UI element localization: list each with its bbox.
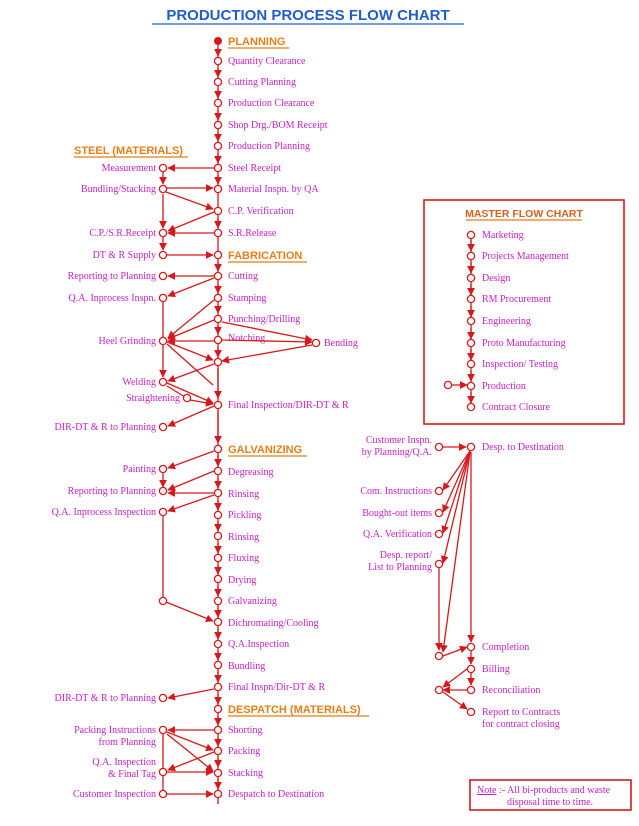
- step-label: Rinsing: [228, 489, 259, 500]
- step-label: Material Inspn. by QA: [228, 184, 319, 195]
- left-label: Measurement: [102, 163, 157, 174]
- step-label: Stacking: [228, 768, 263, 779]
- left-label: DIR-DT & R to Planning: [55, 422, 156, 433]
- master-step: Contract Closure: [482, 402, 551, 413]
- left-label: from Planning: [99, 737, 157, 748]
- despatch-left-label: Bought-out items: [362, 508, 432, 519]
- section-steel: STEEL (MATERIALS): [74, 145, 183, 157]
- left-label: Reporting to Planning: [68, 271, 156, 282]
- section-fabrication: FABRICATION: [228, 250, 302, 262]
- left-label: Straightening: [126, 393, 180, 404]
- step-label: Punching/Drilling: [228, 314, 300, 325]
- left-label: DIR-DT & R to Planning: [55, 693, 156, 704]
- step-label: Bundling: [228, 661, 265, 672]
- section-despatch: DESPATCH (MATERIALS): [228, 704, 361, 716]
- left-label: Reporting to Planning: [68, 486, 156, 497]
- left-label: Heel Grinding: [99, 336, 157, 347]
- left-label: Welding: [122, 377, 156, 388]
- master-step: RM Procurement: [482, 294, 551, 305]
- step-label: Cutting: [228, 271, 258, 282]
- master-title: MASTER FLOW CHART: [465, 208, 583, 220]
- step-label: Pickling: [228, 510, 261, 521]
- left-label: DT & R Supply: [93, 250, 156, 261]
- step-label: Q.A.Inspection: [228, 639, 289, 650]
- step-label: Fluxing: [228, 553, 259, 564]
- left-label: C.P./S.R.Receipt: [89, 228, 156, 239]
- left-label: & Final Tag: [108, 769, 156, 780]
- left-label: Bundling/Stacking: [81, 184, 156, 195]
- main-step-labels: Quantity Clearance Cutting Planning Prod…: [228, 56, 349, 800]
- section-galvanizing: GALVANIZING: [228, 444, 302, 456]
- despatch-left-label: Com. Instructions: [360, 486, 432, 497]
- despatch-flow: Desp. to Destination Customer Inspn. by …: [360, 435, 564, 730]
- step-label: Despatch to Destination: [228, 789, 324, 800]
- main-nodes: [213, 56, 223, 799]
- despatch-bottom-label: Reconciliation: [482, 685, 540, 696]
- master-step: Projects Management: [482, 251, 569, 262]
- master-step: Design: [482, 273, 510, 284]
- step-label: Stamping: [228, 293, 266, 304]
- step-label: Final Inspection/DIR-DT & R: [228, 400, 349, 411]
- note-label: Note: [477, 785, 497, 796]
- note-text-1: :- All bi-products and waste: [496, 785, 610, 796]
- step-label: Rinsing: [228, 532, 259, 543]
- master-flow-chart: MASTER FLOW CHART Marketing Projects Man…: [423, 199, 625, 425]
- despatch-bottom-label: for contract closing: [482, 719, 560, 730]
- master-step: Inspection/ Testing: [482, 359, 558, 370]
- step-label: Shop Drg./BOM Receipt: [228, 120, 328, 131]
- bending-label: Bending: [324, 338, 358, 349]
- step-label: C.P. Verification: [228, 206, 294, 217]
- chart-title: PRODUCTION PROCESS FLOW CHART: [166, 7, 449, 24]
- despatch-left-label: Desp. report/: [380, 550, 432, 561]
- step-label: Drying: [228, 575, 256, 586]
- left-branch-lines: [159, 164, 313, 798]
- step-label: Notching: [228, 333, 265, 344]
- step-label: Production Clearance: [228, 98, 315, 109]
- note-text-2: disposal time to time.: [507, 797, 593, 808]
- left-label: Q.A. Inprocess Inspection: [52, 507, 156, 518]
- left-label: Packing Instructions: [74, 725, 156, 736]
- despatch-bottom-label: Report to Contracts: [482, 707, 560, 718]
- step-label: Shorting: [228, 725, 262, 736]
- step-label: Steel Receipt: [228, 163, 281, 174]
- left-step-labels: Measurement Bundling/Stacking C.P./S.R.R…: [52, 163, 358, 800]
- left-label: Q.A. Inprocess Inspn.: [69, 293, 157, 304]
- section-planning: PLANNING: [228, 36, 285, 48]
- left-label: Q.A. Inspection: [92, 757, 156, 768]
- step-label: Final Inspn/Dir-DT & R: [228, 682, 325, 693]
- despatch-left-label: by Planning/Q.A.: [362, 447, 432, 458]
- despatch-left-label: Customer Inspn.: [366, 435, 432, 446]
- step-label: Production Planning: [228, 141, 310, 152]
- master-step: Production: [482, 381, 526, 392]
- svg-text:Note :- All bi-products and wa: Note :- All bi-products and waste: [477, 785, 611, 796]
- despatch-center-label: Desp. to Destination: [482, 442, 564, 453]
- despatch-bottom-label: Billing: [482, 664, 510, 675]
- master-step: Marketing: [482, 230, 524, 241]
- start-node: [214, 37, 222, 45]
- left-label: Customer Inspection: [73, 789, 156, 800]
- master-step: Proto Manufacturing: [482, 338, 566, 349]
- note-box: Note :- All bi-products and waste dispos…: [469, 779, 632, 811]
- master-box: [423, 199, 625, 425]
- despatch-left-label: List to Planning: [368, 562, 432, 573]
- step-label: Dichromating/Cooling: [228, 618, 319, 629]
- step-label: Degreasing: [228, 467, 274, 478]
- step-label: Cutting Planning: [228, 77, 296, 88]
- master-step: Engineering: [482, 316, 531, 327]
- left-label: Painting: [123, 464, 156, 475]
- step-label: Galvanizing: [228, 596, 277, 607]
- step-label: Quantity Clearance: [228, 56, 306, 67]
- despatch-left-label: Q.A. Verification: [363, 529, 432, 540]
- step-label: Packing: [228, 746, 260, 757]
- step-label: S.R.Release: [228, 228, 277, 239]
- left-branch-nodes: [158, 163, 321, 799]
- despatch-bottom-label: Completion: [482, 642, 529, 653]
